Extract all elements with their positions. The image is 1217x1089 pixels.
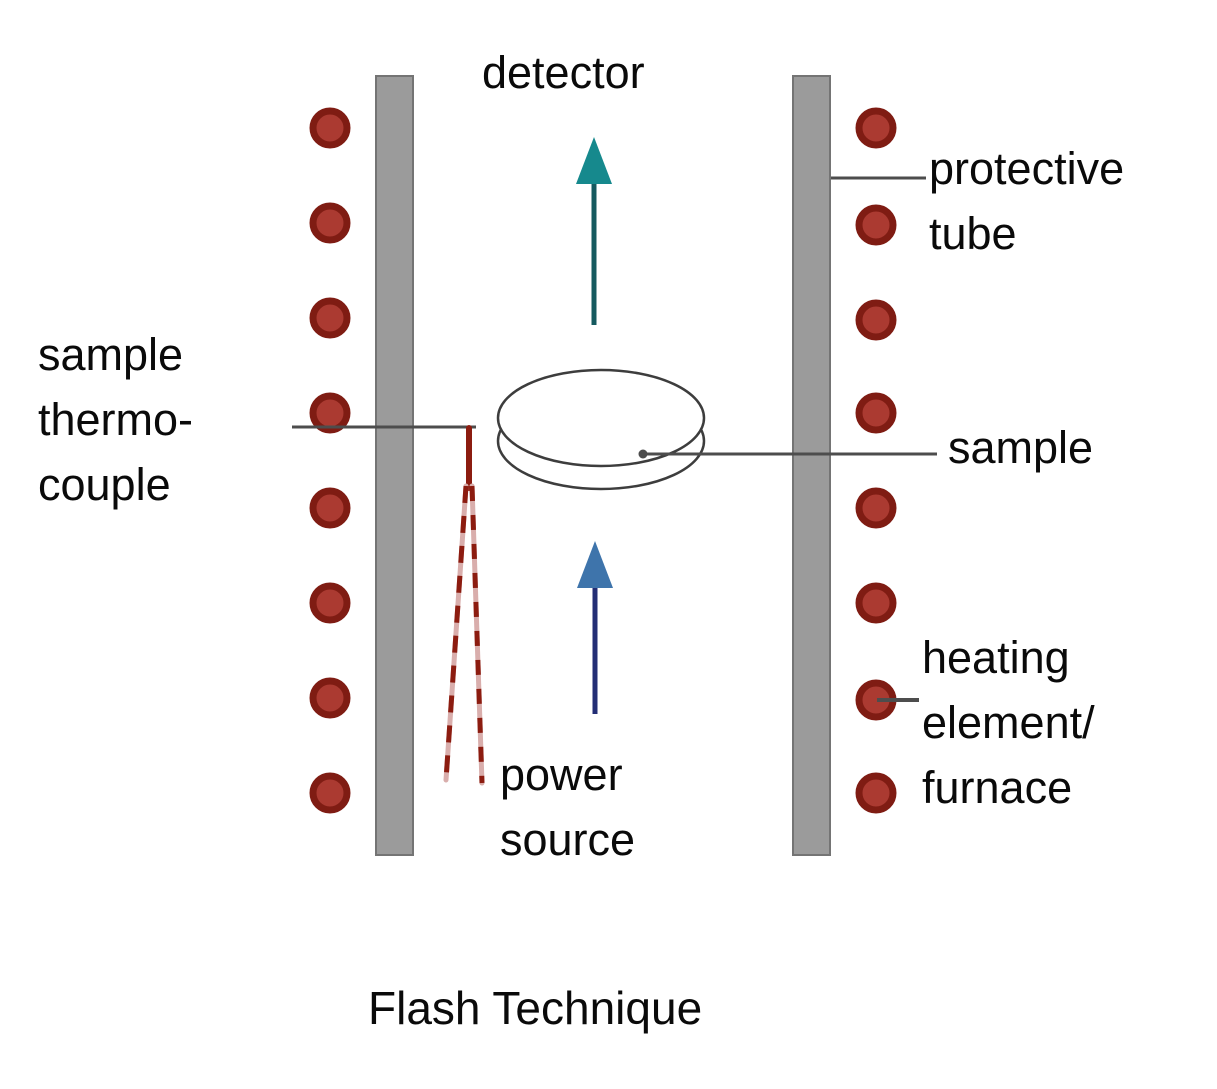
right-protective-tube [792, 75, 831, 856]
heater-dot-icon [309, 772, 351, 814]
heater-dot-icon [855, 392, 897, 434]
diagram-title: Flash Technique [368, 982, 702, 1034]
sample-thermocouple-label: sample thermo- couple [38, 329, 194, 510]
protective-tube-label: protective tube [929, 143, 1125, 259]
left-heater-dots [309, 107, 351, 814]
heater-dot-icon [309, 392, 351, 434]
right-heater-dots [855, 107, 897, 814]
heater-dot-icon [855, 487, 897, 529]
detector-label: detector [482, 40, 645, 105]
heater-dot-icon [309, 107, 351, 149]
sample-label-text: sample [948, 422, 1094, 473]
power-source-label: power source [500, 749, 636, 865]
heater-dot-icon [309, 297, 351, 339]
heater-dot-icon [855, 107, 897, 149]
thermocouple-icon [443, 425, 485, 786]
diagram-title-text: Flash Technique [368, 982, 703, 1034]
heater-dot-icon [309, 582, 351, 624]
detector-arrow-icon [576, 137, 612, 325]
flash-arrow-icon [577, 541, 613, 714]
heater-dot-icon [855, 299, 897, 341]
heater-dot-icon [855, 582, 897, 624]
heater-dot-icon [855, 204, 897, 246]
heating-element-label: heating element/ furnace [922, 632, 1095, 813]
heater-dot-icon [855, 772, 897, 814]
sample-disk [496, 368, 706, 491]
heater-dot-icon [309, 202, 351, 244]
detector-label-text: detector [482, 47, 645, 98]
heater-dot-icon [309, 677, 351, 719]
sample-label: sample [948, 415, 1093, 480]
left-protective-tube [375, 75, 414, 856]
heater-dot-icon [309, 487, 351, 529]
